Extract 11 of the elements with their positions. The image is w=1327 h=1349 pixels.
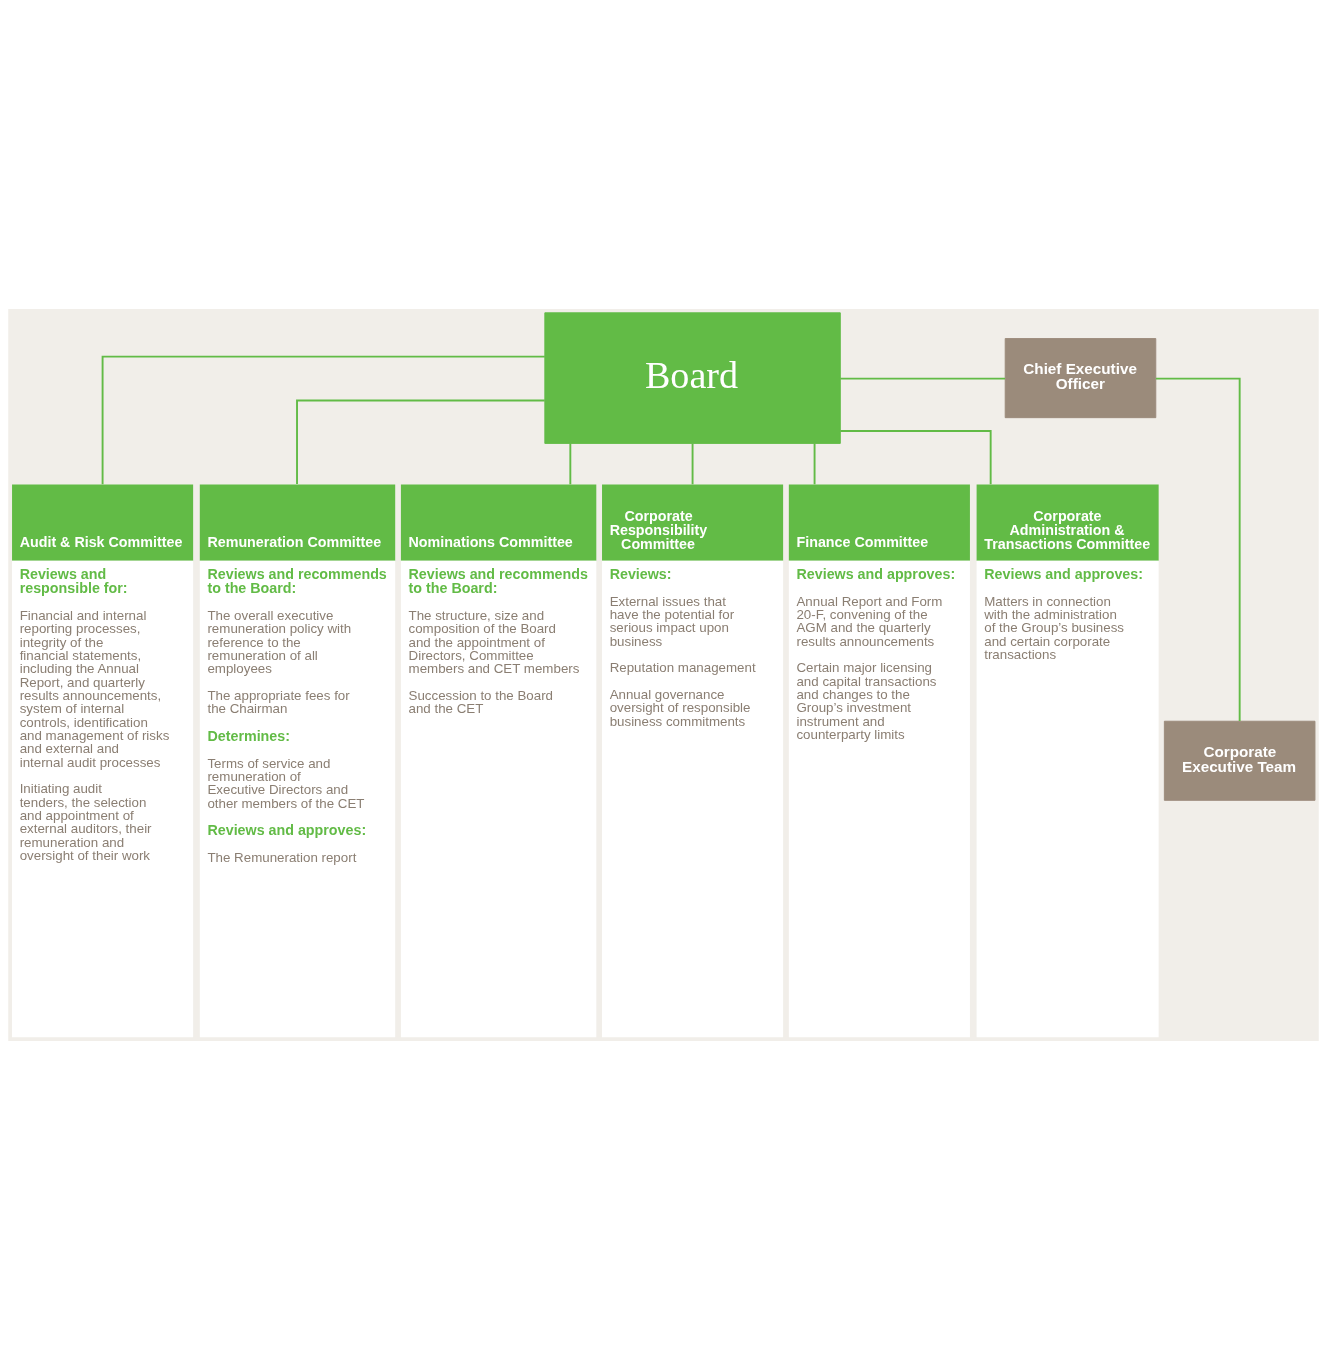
connector	[839, 429, 992, 485]
connector	[296, 399, 546, 485]
node-box: Board	[544, 311, 841, 444]
connector	[813, 442, 816, 485]
connector	[569, 442, 572, 485]
connector	[101, 355, 546, 485]
connector	[1154, 377, 1241, 722]
connector	[839, 377, 1006, 380]
node-box: Chief Executive Officer	[1004, 337, 1157, 418]
connector	[691, 442, 694, 485]
node-box: Corporate Executive Team	[1163, 720, 1316, 801]
